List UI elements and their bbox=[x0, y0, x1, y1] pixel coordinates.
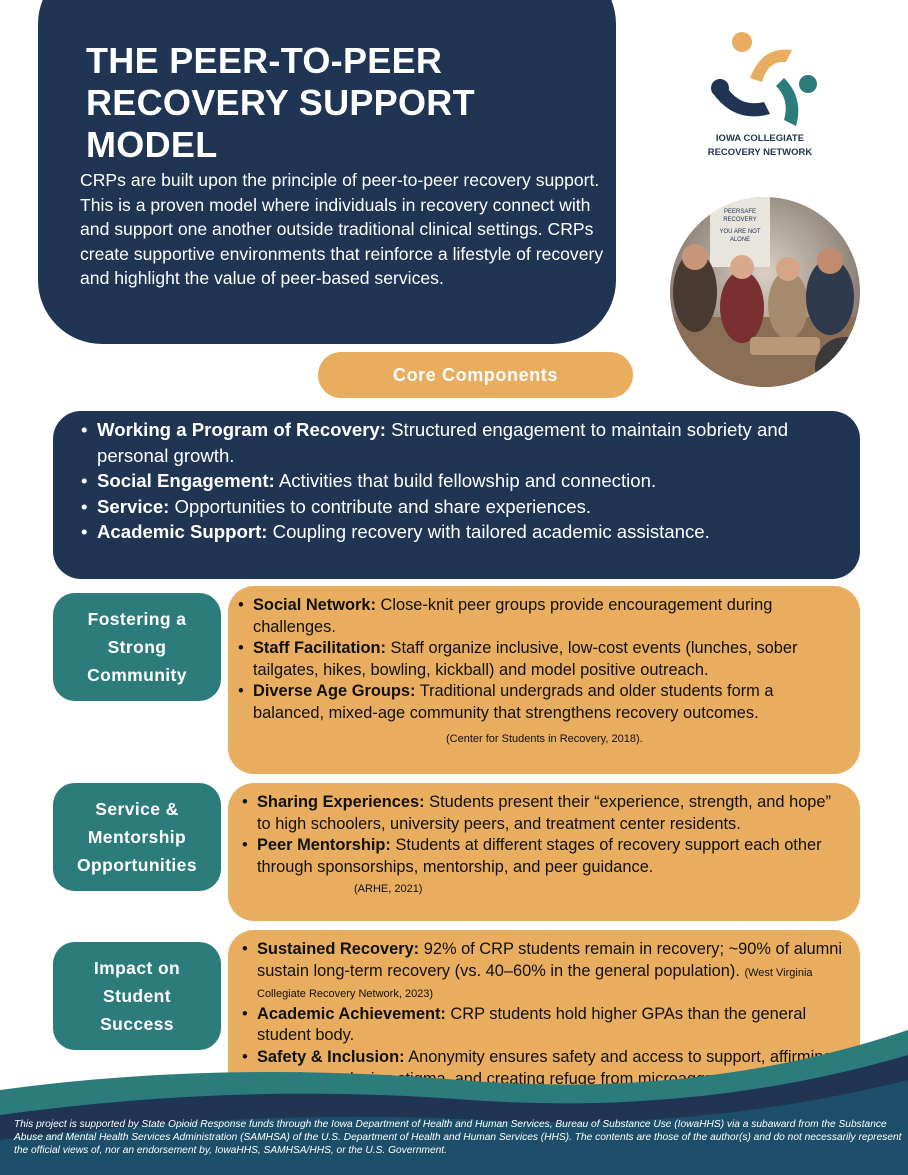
list-item: Working a Program of Recovery: Structure… bbox=[81, 417, 860, 468]
list-item: Academic Achievement: CRP students hold … bbox=[242, 1004, 856, 1047]
citation: (West Virginia Collegiate Recovery Netwo… bbox=[257, 966, 813, 1001]
logo-navy-dot bbox=[711, 79, 729, 97]
community-list: Social Network: Close-knit peer groups p… bbox=[238, 595, 844, 725]
impact-tag: Impact on Student Success bbox=[53, 942, 221, 1050]
community-tag: Fostering a Strong Community bbox=[53, 593, 221, 701]
list-item: Service: Opportunities to contribute and… bbox=[81, 494, 860, 520]
organization-name: IOWA COLLEGIATE RECOVERY NETWORK bbox=[707, 133, 813, 158]
citation: (Center for Students in Recovery, 2018). bbox=[446, 732, 643, 745]
peer-group-photo: PEERSAFE RECOVERY YOU ARE NOT ALONE bbox=[670, 197, 860, 387]
mentorship-card: Sharing Experiences: Students present th… bbox=[228, 783, 860, 921]
footer-wave-background bbox=[0, 1030, 908, 1175]
list-item: Social Engagement: Activities that build… bbox=[81, 468, 860, 494]
hero-panel bbox=[38, 0, 616, 344]
community-card: Social Network: Close-knit peer groups p… bbox=[228, 586, 860, 774]
list-item: Social Network: Close-knit peer groups p… bbox=[238, 595, 844, 638]
page-title: THE PEER-TO-PEER RECOVERY SUPPORT MODEL bbox=[86, 40, 475, 165]
funding-disclaimer: This project is supported by State Opioi… bbox=[14, 1119, 902, 1156]
list-item: Sharing Experiences: Students present th… bbox=[242, 792, 844, 835]
list-item: Staff Facilitation: Staff organize inclu… bbox=[238, 638, 844, 681]
list-item: Diverse Age Groups: Traditional undergra… bbox=[238, 681, 844, 724]
core-components-panel: Working a Program of Recovery: Structure… bbox=[53, 411, 860, 579]
photo-sign-text: PEERSAFE bbox=[724, 209, 756, 215]
list-item: Peer Mentorship: Students at different s… bbox=[242, 835, 844, 878]
intro-paragraph: CRPs are built upon the principle of pee… bbox=[80, 170, 604, 289]
svg-text:ALONE: ALONE bbox=[730, 237, 750, 243]
list-item: Academic Support: Coupling recovery with… bbox=[81, 519, 860, 545]
logo-orange-dot bbox=[732, 32, 752, 52]
svg-text:RECOVERY: RECOVERY bbox=[723, 217, 757, 223]
mentorship-list: Sharing Experiences: Students present th… bbox=[242, 792, 844, 878]
mentorship-tag: Service & Mentorship Opportunities bbox=[53, 783, 221, 891]
iowa-collegiate-recovery-network-logo bbox=[711, 32, 817, 126]
core-components-heading: Core Components bbox=[318, 352, 633, 398]
citation: (ARHE, 2021) bbox=[354, 883, 423, 896]
logo-orange-arc bbox=[750, 49, 792, 82]
core-components-list: Working a Program of Recovery: Structure… bbox=[81, 417, 860, 545]
svg-text:YOU ARE NOT: YOU ARE NOT bbox=[719, 229, 760, 235]
logo-teal-dot bbox=[799, 75, 817, 93]
logo-teal-arc bbox=[776, 78, 799, 126]
list-item: Sustained Recovery: 92% of CRP students … bbox=[242, 939, 856, 1004]
